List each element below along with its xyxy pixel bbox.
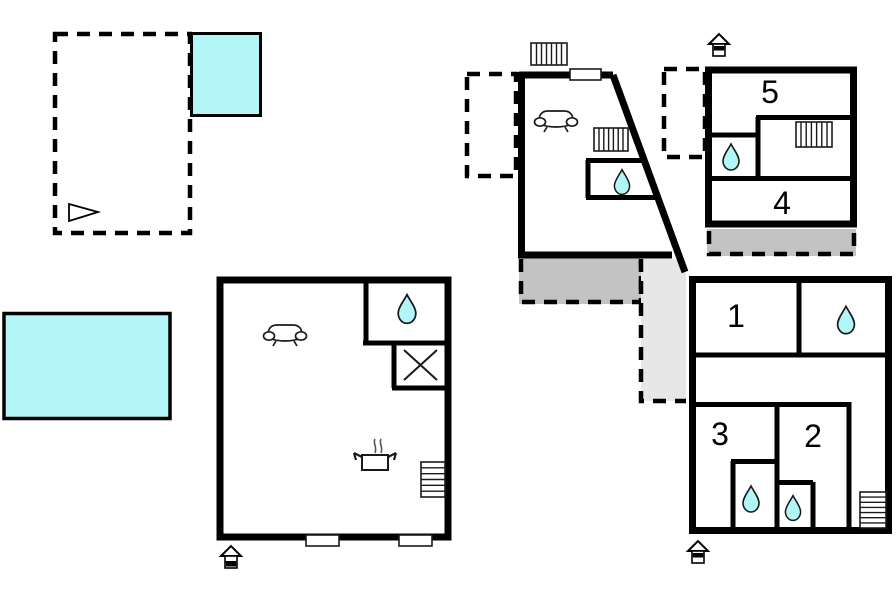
building-45: 5 4 [705, 66, 857, 228]
path-area-dash [638, 259, 686, 404]
terrace-annex-left [464, 71, 519, 179]
droplet-icon [742, 484, 760, 513]
room-4-label: 4 [773, 185, 791, 221]
living-building [216, 276, 452, 547]
building-123: 1 2 3 [689, 276, 892, 534]
droplet-icon [397, 292, 417, 325]
radiator-icon [795, 121, 833, 148]
radiator-icon [530, 42, 568, 66]
droplet-icon [722, 142, 740, 171]
terrace-top-left [52, 31, 193, 236]
droplet-icon [836, 304, 856, 335]
pool-top-left [190, 32, 262, 117]
annex-building [518, 42, 689, 274]
terrace-b-left [661, 66, 708, 160]
droplet-icon [613, 167, 631, 196]
building-45-outline [705, 66, 857, 228]
annex-wall-slope [609, 73, 689, 274]
room-1-label: 1 [727, 298, 745, 334]
pool-left [2, 311, 172, 421]
terrace-annex-bottom-fill [519, 257, 643, 304]
window-icon [398, 534, 433, 547]
pot-icon [352, 438, 398, 471]
terrace-b-bottom-dash [706, 231, 857, 257]
radiator-icon [859, 491, 887, 529]
radiator-icon [420, 461, 446, 498]
terrace-b-bottom [706, 229, 857, 257]
radiator-icon [593, 127, 629, 152]
sofa-icon [533, 110, 579, 133]
sofa-icon [262, 324, 308, 347]
room-3-label: 3 [711, 416, 729, 452]
terrace-b-bottom-fill [707, 229, 856, 256]
droplet-icon [784, 493, 802, 522]
entrance-icon [706, 32, 732, 57]
terrace-annex-bottom [518, 257, 644, 305]
annex-floor [519, 75, 678, 255]
entrance-icon [218, 544, 244, 569]
room-5-label: 5 [761, 74, 779, 110]
window-icon [569, 68, 602, 81]
x-marker-icon [403, 349, 438, 381]
path-area-fill [641, 259, 686, 401]
window-icon [305, 534, 340, 547]
path-area-light [638, 259, 686, 404]
entrance-icon [685, 539, 711, 564]
terrace-top-left-area [52, 31, 193, 236]
arrow-icon [68, 202, 102, 223]
room-2-label: 2 [804, 418, 822, 454]
